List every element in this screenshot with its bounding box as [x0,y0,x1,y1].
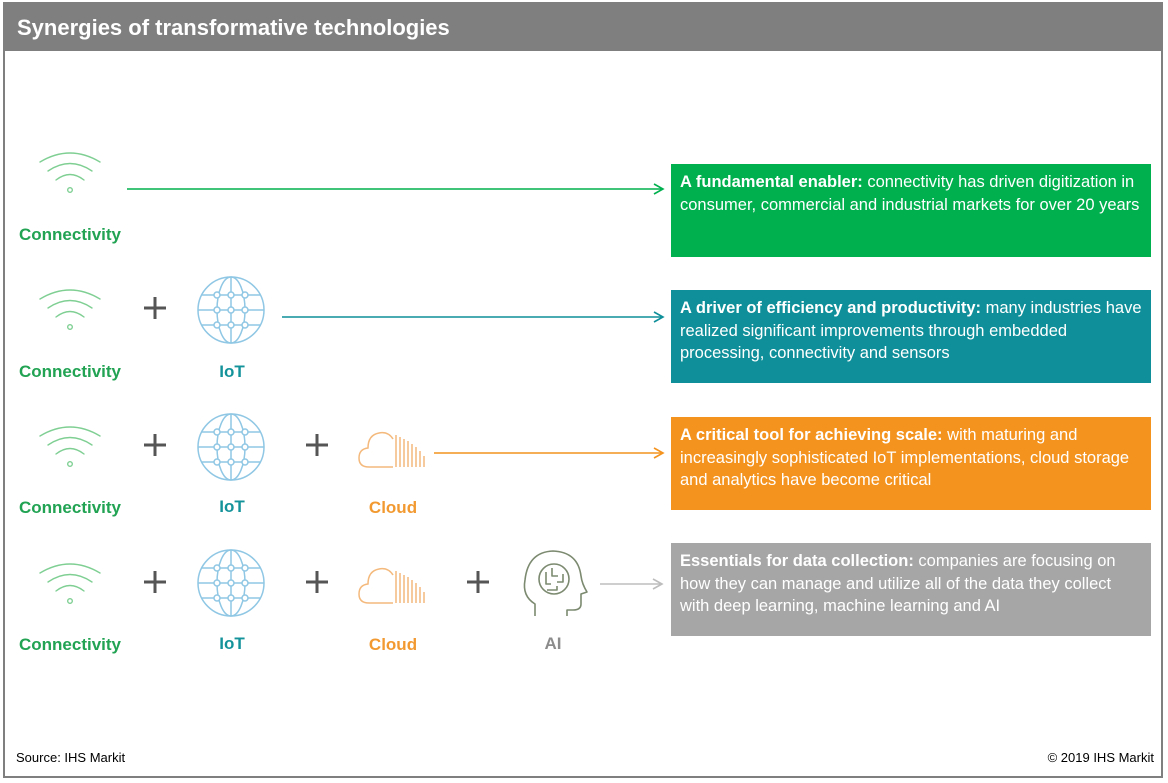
box-text: connectivity has driven digitization in … [680,173,1140,214]
iot-label: IoT [219,497,245,516]
plus-icon [144,297,166,319]
wifi-icon [39,152,101,194]
cloud-label: Cloud [368,635,418,654]
ai-label: AI [544,634,562,653]
box-text: many industries have realized significan… [680,299,1142,362]
box-text: with maturing and increasingly sophistic… [680,426,1130,489]
globe-icon [197,413,265,481]
box-lead: A driver of efficiency and productivity: [680,299,982,317]
box-lead: Essentials for data collection: [680,552,914,570]
brain-head-icon [523,550,588,617]
wifi-icon [39,426,101,467]
source-note: Source: IHS Markit [16,750,126,765]
box-fundamental-enabler: A fundamental enabler: connectivity has … [671,164,1151,257]
plus-icon [144,571,166,593]
globe-icon [197,276,265,344]
plus-icon [306,434,328,456]
iot-label: IoT [219,634,245,653]
box-lead: A critical tool for achieving scale: [680,426,943,444]
cloud-icon [358,567,425,604]
cloud-label: Cloud [368,498,418,517]
box-data-collection: Essentials for data collection: companie… [671,543,1151,636]
figure-frame: Synergies of transformative technologies [3,2,1163,778]
connectivity-label: Connectivity [18,362,122,381]
box-lead: A fundamental enabler: [680,173,863,191]
plus-icon [144,434,166,456]
arrow-connector [127,183,665,195]
globe-icon [197,549,265,617]
connectivity-label: Connectivity [18,635,122,654]
box-critical-tool-scale: A critical tool for achieving scale: wit… [671,417,1151,510]
arrow-connector [600,578,664,590]
arrow-connector [434,447,665,459]
wifi-icon [39,563,101,604]
figure-title: Synergies of transformative technologies [17,15,450,40]
box-text: companies are focusing on how they can m… [680,552,1116,615]
wifi-icon [39,289,101,330]
connectivity-label: Connectivity [18,225,122,244]
copyright-note: © 2019 IHS Markit [1047,750,1154,765]
connectivity-label: Connectivity [18,498,122,517]
box-efficiency-productivity: A driver of efficiency and productivity:… [671,290,1151,383]
arrow-connector [282,311,665,323]
plus-icon [467,571,489,593]
title-bar: Synergies of transformative technologies [5,4,1161,51]
cloud-icon [358,431,425,468]
plus-icon [306,571,328,593]
iot-label: IoT [219,362,245,381]
